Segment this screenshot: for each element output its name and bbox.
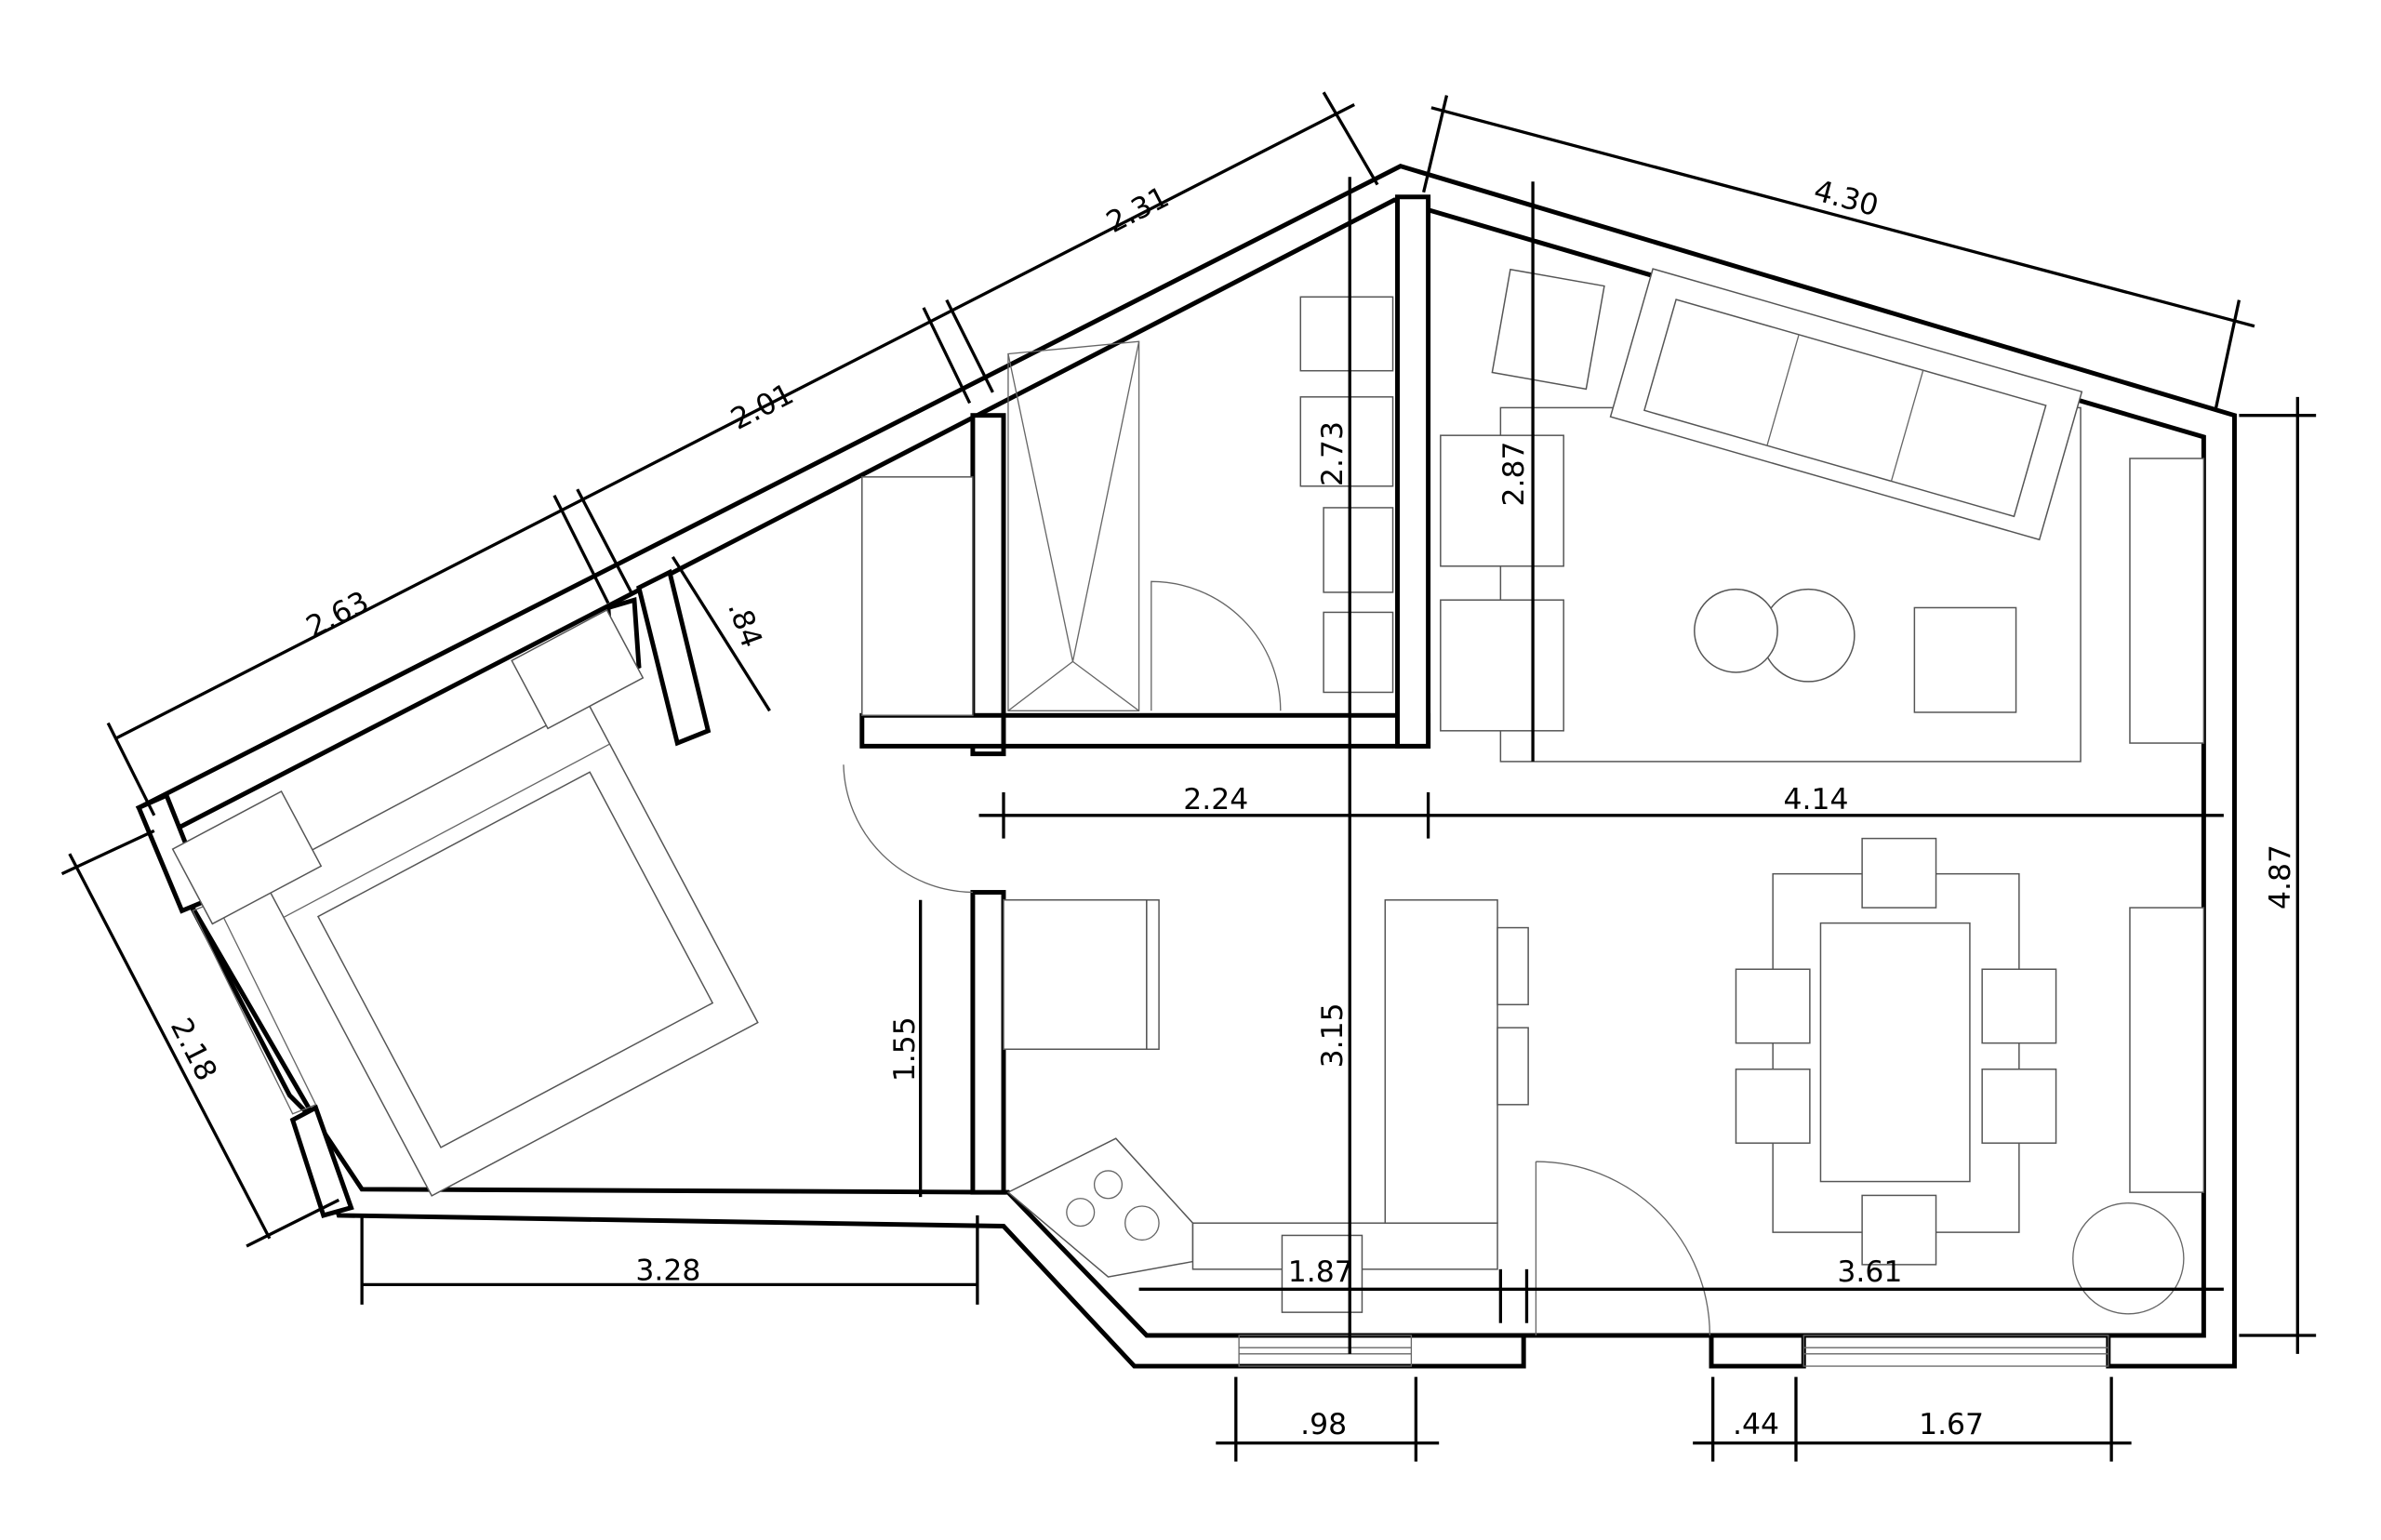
dim-hall-width: 2.24 [1183, 783, 1248, 816]
dim-living-width: 4.14 [1784, 783, 1849, 816]
dim-bedroom-top: 2.63 [301, 585, 375, 644]
doors [843, 580, 1711, 1335]
bathroom-fixtures [861, 296, 1394, 717]
bed [260, 702, 759, 1197]
dim-door-offset: .44 [1733, 1408, 1779, 1441]
dim-bath-top: 2.31 [1101, 180, 1175, 240]
dim-dining-width: 3.61 [1837, 1255, 1902, 1289]
dim-right-total: 4.87 [2264, 844, 2297, 909]
wardrobe [171, 790, 323, 925]
dim-dining-window: 1.67 [1919, 1408, 1984, 1441]
dim-kitchen-width: 1.87 [1288, 1255, 1353, 1289]
interior-walls [136, 194, 1431, 1218]
dimension-lines [60, 91, 2317, 1462]
dining-furniture [1735, 837, 2205, 1315]
plant-icon [2072, 1202, 2185, 1315]
dim-bath-height: 2.73 [1316, 421, 1350, 486]
nightstand [511, 608, 645, 730]
dim-hall-wall: 1.55 [888, 1016, 922, 1082]
living-furniture [1440, 268, 2205, 763]
dim-bedroom-bottom: 3.28 [635, 1254, 700, 1287]
dim-living-top: 4.30 [1810, 174, 1882, 223]
kitchen-furniture [1003, 899, 1529, 1313]
dim-hall-top: 2.01 [725, 378, 799, 437]
dim-kitchen-height: 3.15 [1316, 1002, 1350, 1068]
dim-living-depth: 2.87 [1497, 442, 1531, 507]
dim-kitchen-window: .98 [1300, 1408, 1347, 1441]
